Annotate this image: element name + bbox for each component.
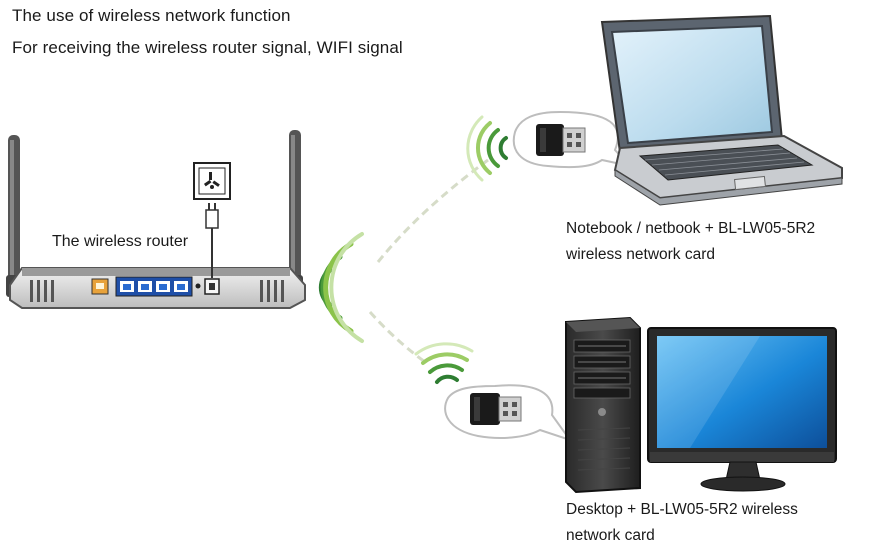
power-plug-icon — [205, 203, 219, 229]
desktop-caption-line-2: network card — [566, 527, 655, 544]
notebook-caption-line-1: Notebook / netbook + BL-LW05-5R2 — [566, 220, 816, 237]
notebook-caption: Notebook / netbook + BL-LW05-5R2 wireles… — [566, 216, 815, 268]
wifi-signal-icon — [466, 115, 508, 182]
power-socket-icon — [193, 162, 231, 200]
heading-line-1: The use of wireless network function — [12, 6, 291, 25]
router-label: The wireless router — [50, 233, 191, 251]
heading-line-2: For receiving the wireless router signal… — [12, 38, 403, 57]
desktop-caption: Desktop + BL-LW05-5R2 wireless network c… — [566, 497, 798, 549]
router-icon — [6, 130, 306, 309]
monitor-icon — [647, 327, 837, 492]
usb-wifi-adapter-icon — [444, 384, 573, 442]
wifi-signal-icon — [318, 232, 364, 343]
lan-ports — [115, 276, 193, 297]
usb-wifi-adapter-icon — [512, 110, 633, 169]
desktop-tower-icon — [565, 316, 641, 494]
laptop-icon — [600, 14, 843, 206]
signal-link-lines — [368, 158, 489, 364]
notebook-caption-line-2: wireless network card — [566, 246, 716, 263]
desktop-caption-line-1: Desktop + BL-LW05-5R2 wireless — [566, 501, 798, 518]
wifi-signal-icon — [414, 342, 474, 384]
